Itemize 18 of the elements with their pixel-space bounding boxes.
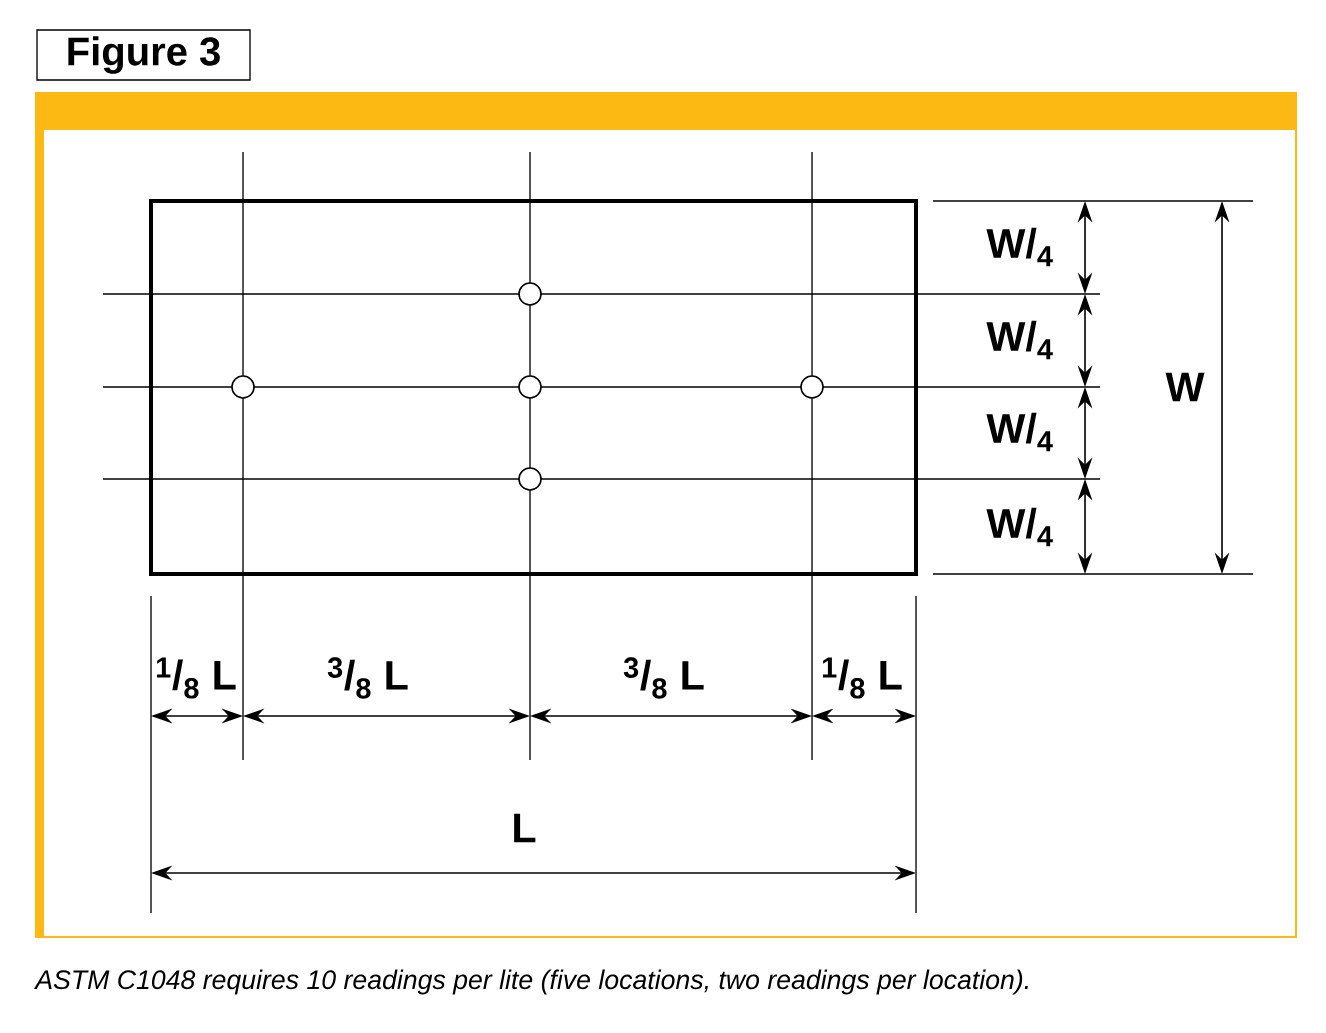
measurement-point — [518, 282, 542, 306]
glass-lite-rectangle — [149, 199, 918, 576]
dimension-label: $^{1}$/$_{8}$ L — [156, 657, 236, 699]
measurement-point — [518, 375, 542, 399]
dimension-label: $^{3}$/$_{8}$ L — [623, 657, 704, 699]
caption: ASTM C1048 requires 10 readings per lite (five locations, two readings per location). — [33, 969, 1028, 995]
measurement-point — [800, 375, 824, 399]
dimension-label: $^{1}$/$_{8}$ L — [822, 657, 902, 699]
measurement-point — [518, 467, 542, 491]
dimension-label: W/$_{4}$ — [986, 507, 1053, 547]
measurement-point — [231, 375, 255, 399]
dimension-label: W/$_{4}$ — [986, 320, 1053, 360]
dimension-label: W/$_{4}$ — [986, 412, 1053, 452]
dimension-label: W/$_{4}$ — [986, 227, 1053, 267]
dimension-label: $^{3}$/$_{8}$ L — [327, 657, 408, 699]
dimension-label: W — [1165, 372, 1205, 402]
dimension-label: L — [514, 813, 536, 843]
figure-title: Figure 3 — [36, 29, 251, 81]
